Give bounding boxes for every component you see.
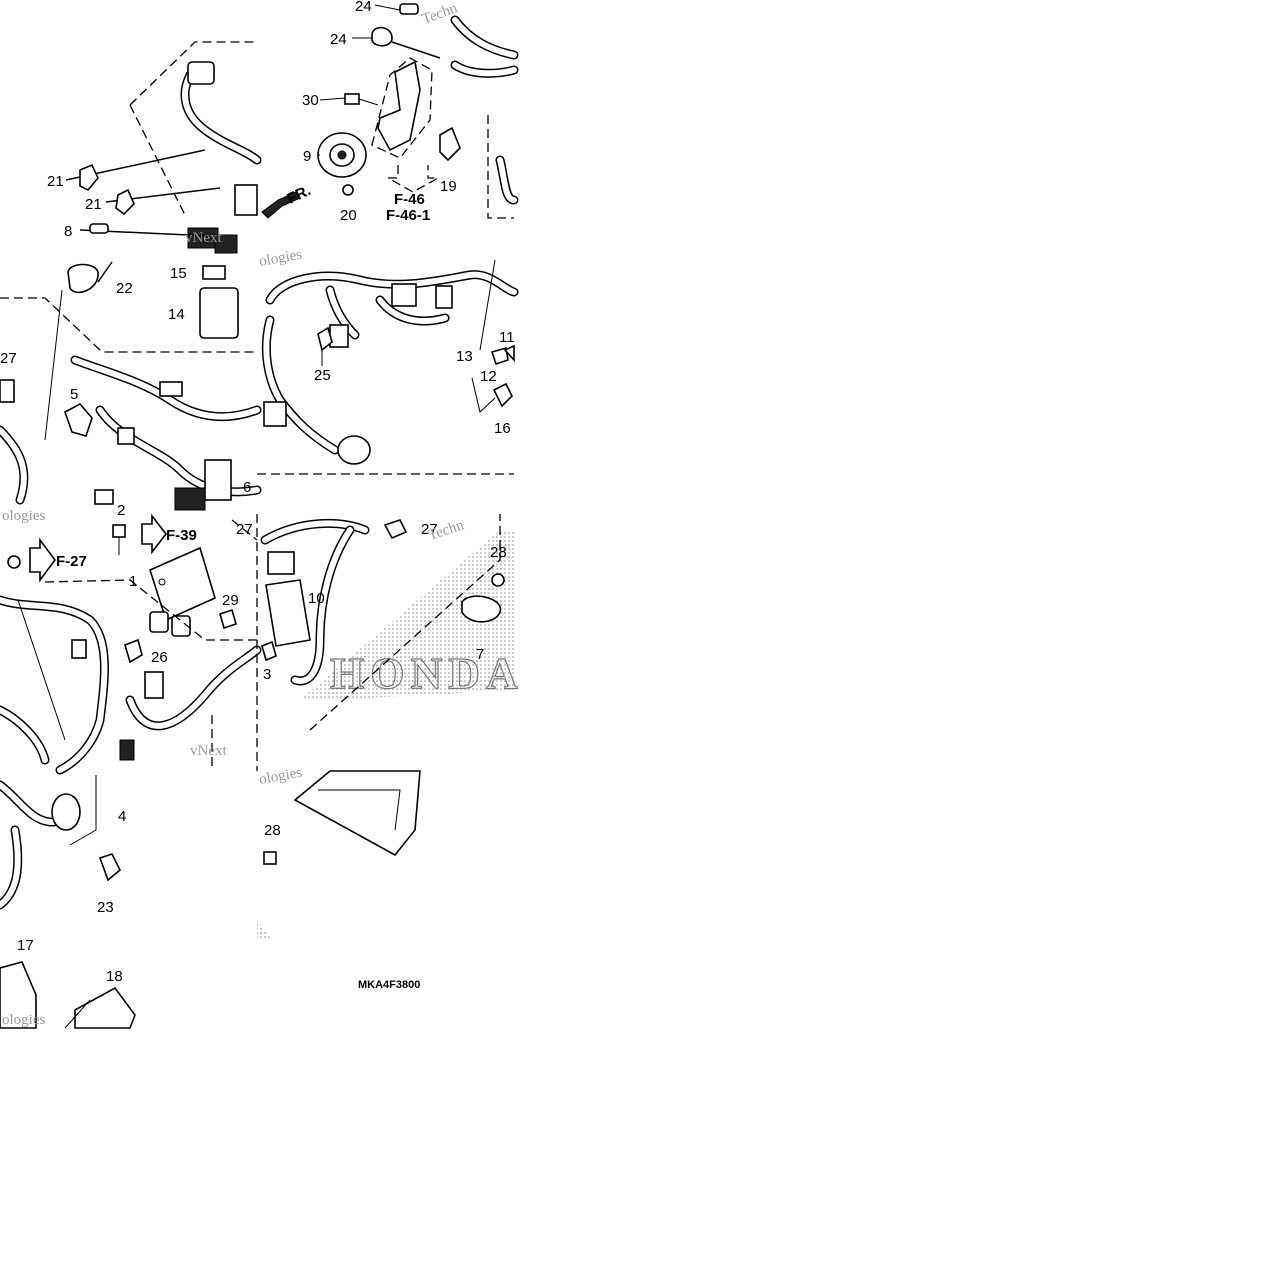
callout-23: 23 (97, 899, 114, 916)
ref-f-27: F-27 (56, 553, 87, 570)
tile-lower-left (0, 513, 262, 775)
callout-21: 21 (47, 173, 64, 190)
callout-3: 3 (263, 666, 271, 683)
tile-top-left (65, 41, 301, 254)
watermark-ologies: ologies (2, 1012, 45, 1028)
callout-2: 2 (117, 502, 125, 519)
callout-27: 27 (421, 521, 438, 538)
callout-28: 28 (264, 822, 281, 839)
callout-25: 25 (314, 367, 331, 384)
callout-30: 30 (302, 92, 319, 109)
callout-4: 4 (118, 808, 126, 825)
ref-f-39: F-39 (166, 527, 197, 544)
callout-7: 7 (476, 646, 484, 663)
callout-8: 8 (64, 223, 72, 240)
ref-f-46-1: F-46-1 (386, 207, 430, 224)
tile-center (257, 259, 519, 475)
callout-11: 11 (499, 329, 515, 346)
callout-5: 5 (70, 386, 78, 403)
callout-18: 18 (106, 968, 123, 985)
callout-10: 10 (308, 590, 325, 607)
callout-27: 27 (0, 350, 17, 367)
page-references: F-46 F-46-1 F-39 F-27 FR. MKA4F3800 (56, 182, 430, 991)
direction-front-label: FR. (285, 182, 314, 208)
callout-1: 1 (129, 573, 137, 590)
callout-14: 14 (168, 306, 185, 323)
honda-watermark: HONDA (330, 649, 524, 698)
callout-29: 29 (222, 592, 239, 609)
diagram-code: MKA4F3800 (358, 979, 420, 991)
callout-24: 24 (355, 0, 372, 15)
tile-bottom-left (0, 775, 136, 1029)
callout-9: 9 (303, 148, 311, 165)
ref-f-46: F-46 (394, 191, 425, 208)
site-watermarks: vNext Techn ologies ologies Techn vNext … (2, 0, 466, 1028)
callout-12: 12 (480, 368, 497, 385)
callout-21: 21 (85, 196, 102, 213)
tile-bottom-center (257, 770, 421, 940)
callout-16: 16 (494, 420, 511, 437)
callout-labels: 24 24 30 9 19 20 21 21 8 22 15 14 27 5 6… (0, 0, 515, 985)
tile-top-center (317, 3, 519, 219)
tile-lower-center: HONDA (256, 514, 524, 771)
callout-19: 19 (440, 178, 457, 195)
callout-17: 17 (17, 937, 34, 954)
callout-27: 27 (236, 521, 253, 538)
watermark-ologies: ologies (2, 508, 45, 524)
watermark-vnext: vNext (185, 230, 222, 246)
callout-22: 22 (116, 280, 133, 297)
watermark-ologies: ologies (258, 247, 304, 270)
callout-28: 28 (490, 544, 507, 561)
watermark-ologies: ologies (258, 765, 304, 788)
callout-15: 15 (170, 265, 187, 282)
tile-mid-left (0, 261, 262, 511)
watermark-vnext: vNext (190, 743, 227, 759)
callout-26: 26 (151, 649, 168, 666)
callout-6: 6 (243, 479, 251, 496)
callout-24: 24 (330, 31, 347, 48)
callout-13: 13 (456, 348, 473, 365)
callout-20: 20 (340, 207, 357, 224)
